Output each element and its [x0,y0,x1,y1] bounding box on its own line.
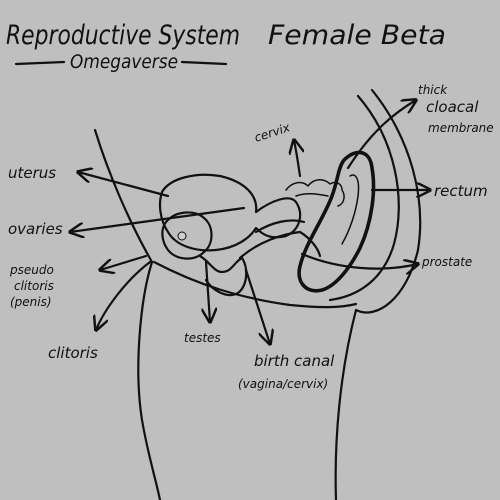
label-cloacal-line1: thick [418,83,448,97]
uterus-shape [158,173,302,252]
label-pseudo-clitoris-line3: (penis) [10,295,52,309]
body-outline-bottom [152,260,358,309]
arrow-birth-canal [244,268,270,344]
label-prostate: prostate [421,255,472,269]
label-birth-canal: birth canal [254,352,335,370]
label-birth-canal-sub: (vagina/cervix) [238,377,328,391]
arrow-clitoris [96,260,152,330]
inner-curve [328,94,400,302]
diagram-title-right: Female Beta [268,20,446,51]
label-ovaries: ovaries [8,220,63,238]
arrow-cervix [294,140,300,178]
rectum-inner [341,174,360,245]
label-cloacal-line2: cloacal [426,98,479,116]
birth-canal-shape [238,230,322,260]
label-pseudo-clitoris-line2: clitoris [14,279,54,293]
cervix-inner [295,192,329,197]
title-underline-left [14,60,66,66]
label-rectum: rectum [434,182,488,200]
arrow-uterus [78,172,170,198]
label-uterus: uterus [8,164,56,182]
label-clitoris: clitoris [48,344,98,362]
label-cloacal-line3: membrane [428,121,494,135]
rectum-shape [297,150,376,293]
cervix-shape [285,179,345,207]
label-testes: testes [184,331,221,345]
body-outline-right [334,88,422,500]
body-outline-left [93,128,162,500]
testes-shape [198,254,248,297]
diagram-title: Reproductive System [6,20,240,51]
diagram-subtitle: Omegaverse [70,51,178,73]
ovary-spot [177,231,187,241]
arrow-cloacal [346,100,416,170]
label-pseudo-clitoris-line1: pseudo [9,263,54,277]
arrow-pseudo-clitoris [100,254,148,270]
birth-canal-inner [254,219,306,234]
ovary-shape [161,211,213,260]
title-underline-right [180,60,228,66]
arrow-ovaries [70,206,246,232]
arrow-prostate [300,252,418,269]
label-cervix: cervix [253,120,293,145]
arrow-testes [206,260,210,322]
